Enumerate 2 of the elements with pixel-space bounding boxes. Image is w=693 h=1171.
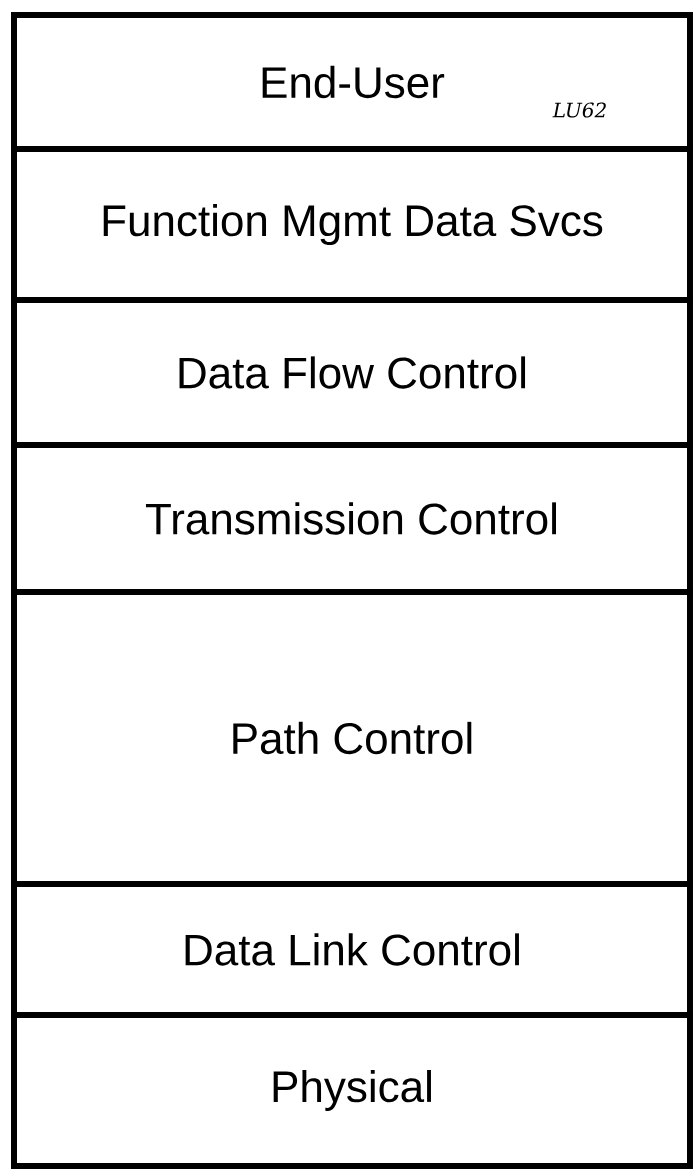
handwritten-note: LU62 <box>552 102 606 118</box>
layer-box: Physical <box>11 1012 693 1169</box>
